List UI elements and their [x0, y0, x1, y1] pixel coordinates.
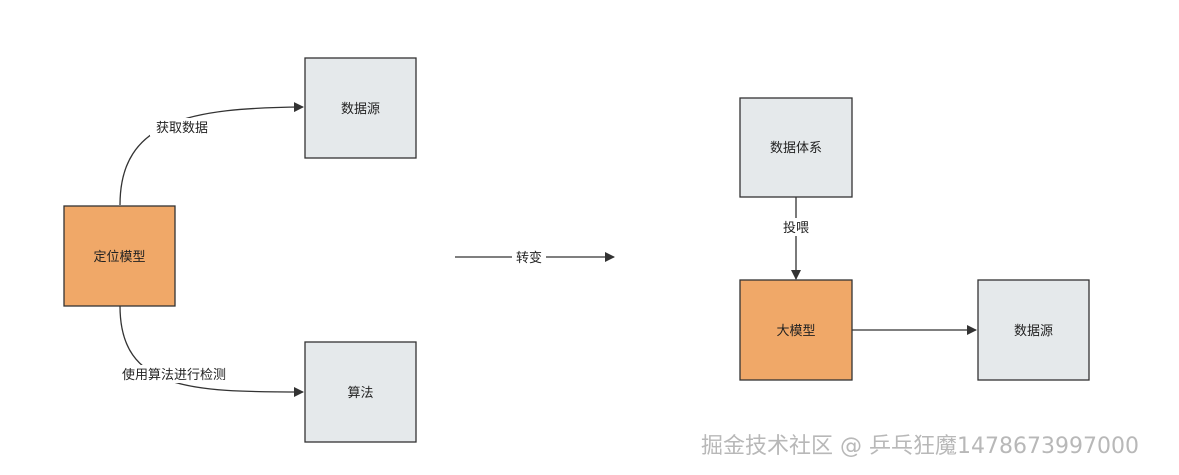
edge-label-feed: 投喂 — [780, 218, 812, 236]
svg-text:数据源: 数据源 — [341, 102, 380, 117]
node-datasource-left[interactable]: 数据源 — [304, 57, 417, 159]
svg-text:使用算法进行检测: 使用算法进行检测 — [122, 367, 226, 383]
svg-text:获取数据: 获取数据 — [156, 121, 208, 136]
node-datasource-right[interactable]: 数据源 — [977, 279, 1090, 381]
watermark-text: 掘金技术社区 @ 乒乓狂魔1478673997000 — [701, 434, 1139, 459]
edge-label-fetch-data: 获取数据 — [150, 118, 214, 136]
svg-text:大模型: 大模型 — [776, 324, 815, 339]
node-big-model[interactable]: 大模型 — [739, 279, 853, 381]
edge-label-detect: 使用算法进行检测 — [116, 365, 232, 383]
svg-text:转变: 转变 — [516, 250, 542, 266]
node-algorithm[interactable]: 算法 — [304, 341, 417, 443]
svg-text:算法: 算法 — [347, 386, 373, 401]
svg-text:数据源: 数据源 — [1014, 324, 1053, 339]
svg-text:定位模型: 定位模型 — [93, 250, 145, 265]
node-positioning-model[interactable]: 定位模型 — [63, 205, 176, 307]
svg-text:数据体系: 数据体系 — [770, 141, 822, 156]
node-data-system[interactable]: 数据体系 — [739, 97, 853, 198]
transition-label: 转变 — [512, 249, 546, 266]
svg-text:投喂: 投喂 — [783, 220, 809, 236]
